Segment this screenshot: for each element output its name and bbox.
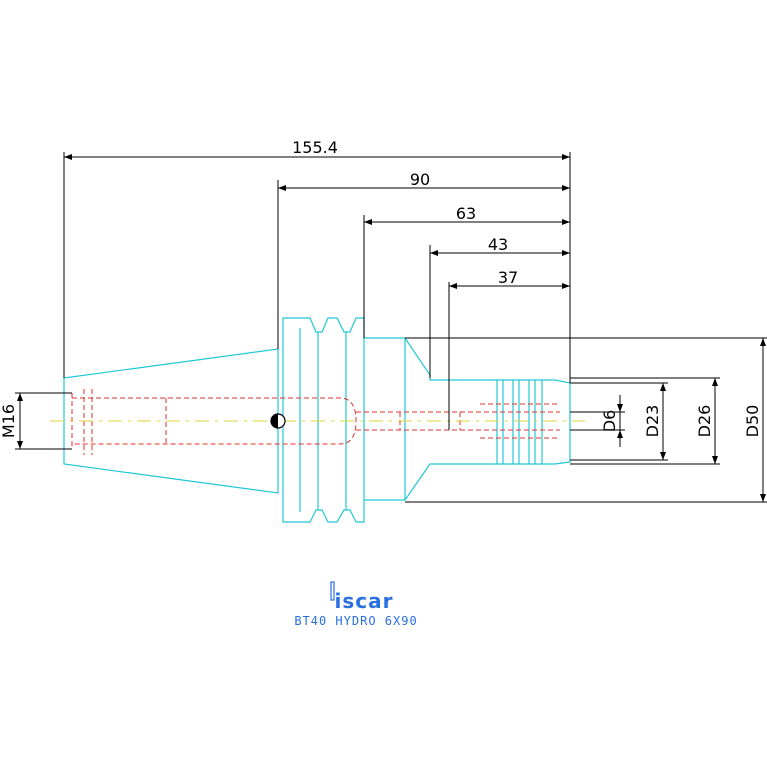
- dim-flange-diameter: D50: [743, 405, 762, 438]
- dim-gauge-to-tip: 90: [410, 170, 430, 189]
- dim-bore-depth: 37: [498, 268, 518, 287]
- brand-logo: iscar: [330, 581, 394, 613]
- tool-outline: [63, 317, 571, 523]
- dim-thread: M16: [0, 404, 18, 438]
- dimension-arrows: [17, 154, 766, 502]
- dim-sleeve-diameter-small: D23: [643, 405, 662, 438]
- brand-logo-text: iscar: [335, 589, 394, 613]
- dimension-lines: [15, 152, 767, 503]
- dim-clamp-length: 43: [488, 235, 508, 254]
- dim-bore-diameter: D6: [600, 410, 619, 433]
- dim-body-length: 63: [456, 204, 476, 223]
- center-mark: [270, 413, 286, 429]
- dim-overall-length: 155.4: [292, 138, 338, 157]
- hidden-lines: [71, 389, 560, 455]
- dim-sleeve-diameter-large: D26: [695, 405, 714, 438]
- drawing-caption: BT40 HYDRO 6X90: [294, 614, 417, 628]
